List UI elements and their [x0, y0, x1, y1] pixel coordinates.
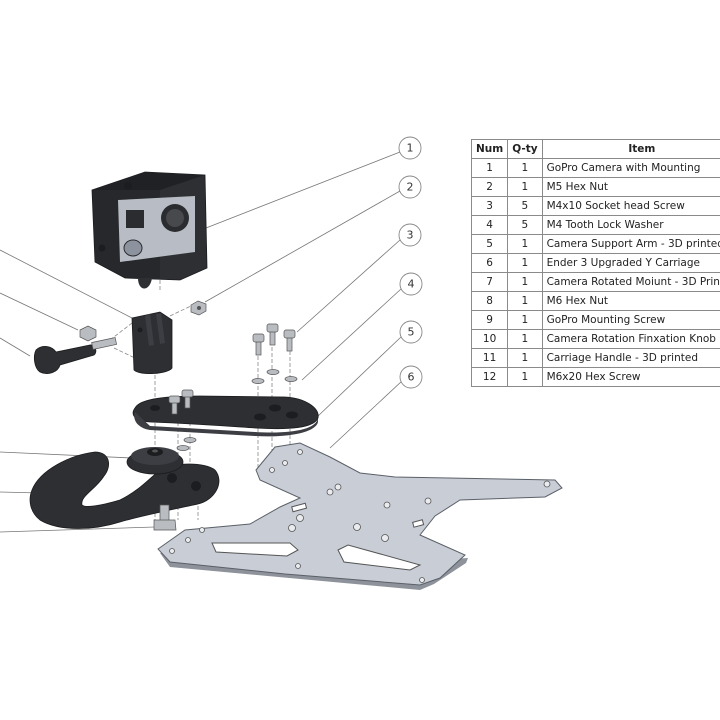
- row-qty: 1: [507, 234, 543, 254]
- arm-screws: [168, 389, 197, 451]
- callout-2-label: 2: [407, 181, 414, 194]
- camera-rotated-mount: [131, 311, 173, 374]
- callout-5-label: 5: [408, 326, 415, 339]
- row-item: Ender 3 Upgraded Y Carriage: [541, 253, 720, 273]
- row-num: 2: [470, 177, 509, 197]
- gopro-mounting-screw: [33, 325, 117, 374]
- row-qty: 1: [507, 329, 543, 349]
- carriage-handle: [29, 451, 220, 529]
- row-item: Camera Support Arm - 3D printed: [541, 234, 720, 254]
- row-qty: 1: [507, 348, 543, 368]
- callout-3-label: 3: [407, 229, 414, 242]
- row-qty: 5: [507, 196, 543, 216]
- row-num: 4: [470, 215, 509, 235]
- callout-4: 4: [301, 272, 423, 381]
- row-item: M4x10 Socket head Screw: [541, 196, 720, 216]
- bom-header-item: Item: [541, 139, 720, 159]
- row-qty: 5: [507, 215, 543, 235]
- m5-hex-nut: [190, 300, 207, 316]
- callout-1: 1: [205, 136, 422, 229]
- row-num: 3: [470, 196, 509, 216]
- row-item: M6x20 Hex Screw: [541, 367, 720, 387]
- camera-support-arm: [132, 395, 319, 437]
- bom-header-row: Num Q-ty Item: [470, 139, 720, 159]
- callout-5: 5: [316, 320, 423, 418]
- row-item: M5 Hex Nut: [541, 177, 720, 197]
- callout-1-label: 1: [407, 142, 414, 155]
- callout-6-label: 6: [408, 371, 415, 384]
- row-num: 9: [470, 310, 509, 330]
- bom-header-num: Num: [470, 139, 509, 159]
- row-num: 6: [470, 253, 509, 273]
- row-qty: 1: [507, 272, 543, 292]
- row-num: 1: [470, 158, 509, 178]
- row-num: 5: [470, 234, 509, 254]
- row-qty: 1: [507, 291, 543, 311]
- row-num: 11: [470, 348, 509, 368]
- row-num: 10: [470, 329, 509, 349]
- row-qty: 1: [507, 253, 543, 273]
- callout-2: 2: [204, 175, 422, 303]
- bom-header-qty: Q-ty: [507, 139, 543, 159]
- tooth-lock-washers: [251, 369, 298, 384]
- left-leader-lines: [0, 249, 156, 533]
- gopro-camera: [91, 171, 208, 289]
- row-item: Camera Rotation Finxation Knob: [541, 329, 720, 349]
- row-item: M4 Tooth Lock Washer: [541, 215, 720, 235]
- row-item: Camera Rotated Moiunt - 3D Printed: [541, 272, 720, 292]
- row-qty: 1: [507, 367, 543, 387]
- row-qty: 1: [507, 310, 543, 330]
- row-item: GoPro Mounting Screw: [541, 310, 720, 330]
- y-carriage-plate: [157, 442, 563, 590]
- row-num: 12: [470, 367, 509, 387]
- row-num: 7: [470, 272, 509, 292]
- hex-screw-m6: [153, 504, 177, 531]
- row-qty: 1: [507, 177, 543, 197]
- callout-3: 3: [296, 223, 422, 333]
- row-num: 8: [470, 291, 509, 311]
- row-item: GoPro Camera with Mounting: [541, 158, 720, 178]
- rotation-knob: [126, 447, 184, 475]
- callout-4-label: 4: [408, 278, 415, 291]
- row-item: M6 Hex Nut: [541, 291, 720, 311]
- callout-6: 6: [329, 365, 423, 449]
- row-qty: 1: [507, 158, 543, 178]
- row-item: Carriage Handle - 3D printed: [541, 348, 720, 368]
- socket-head-screws: [252, 323, 296, 356]
